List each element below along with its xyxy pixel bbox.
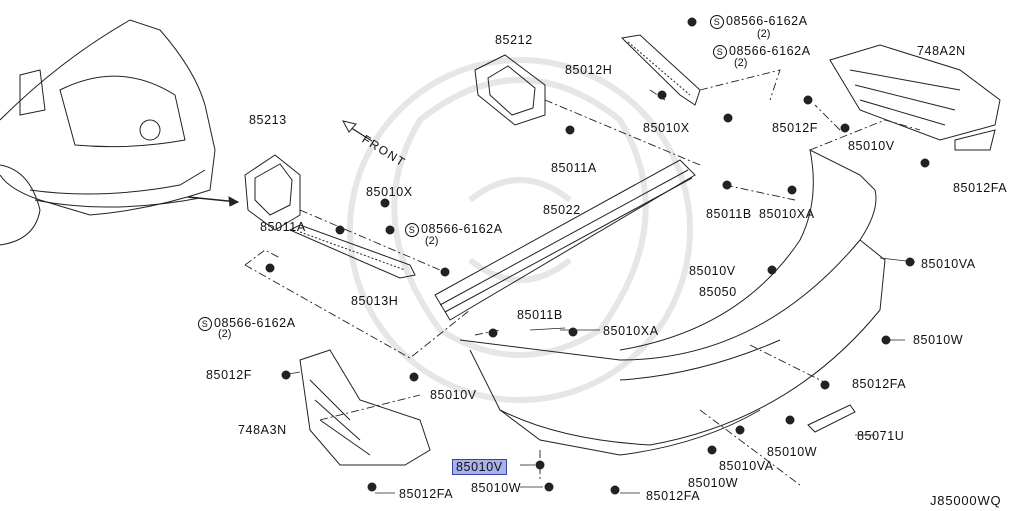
- part-85010VA: 85010VA: [921, 257, 976, 271]
- fasteners: [265, 17, 930, 495]
- bracket-85213: [244, 154, 301, 231]
- part-85010V: 85010V: [848, 139, 895, 153]
- screw-qty: (2): [757, 28, 771, 40]
- part-85010X: 85010X: [643, 121, 690, 135]
- drawing-code: J85000WQ: [930, 493, 1002, 508]
- vehicle-sketch: [0, 19, 216, 246]
- part-85012FA: 85012FA: [852, 377, 907, 391]
- part-85022: 85022: [543, 203, 581, 217]
- undercover-748A2N: [829, 44, 1001, 151]
- part-85012FA: 85012FA: [399, 487, 454, 501]
- screw-number: 08566-6162A: [726, 14, 808, 28]
- reinforcement-85022: [434, 159, 696, 321]
- watermark-emblem: [347, 57, 693, 403]
- part-85010V: 85010V: [689, 264, 736, 278]
- part-85012H: 85012H: [565, 63, 613, 77]
- part-85010XA: 85010XA: [603, 324, 659, 338]
- screw-number: 08566-6162A: [729, 44, 811, 58]
- s-symbol: S: [710, 15, 724, 29]
- reflector-85071U: [807, 404, 856, 433]
- part-85050: 85050: [699, 285, 737, 299]
- part-85012FA: 85012FA: [646, 489, 701, 503]
- s-symbol: S: [405, 223, 419, 237]
- part-85012FA: 85012FA: [953, 181, 1008, 195]
- s-symbol: S: [198, 317, 212, 331]
- part-85013H: 85013H: [351, 294, 399, 308]
- undercover-748A3N: [299, 349, 431, 466]
- part-85213: 85213: [249, 113, 287, 127]
- screw-qty: (2): [218, 328, 232, 340]
- screw-number: 08566-6162A: [421, 222, 503, 236]
- leader-lines: [244, 69, 921, 486]
- screw-number: 08566-6162A: [214, 316, 296, 330]
- part-85011B: 85011B: [706, 207, 752, 221]
- screw-qty: (2): [425, 235, 439, 247]
- bracket-85212: [474, 54, 546, 126]
- part-85010W: 85010W: [913, 333, 964, 347]
- part-85011B: 85011B: [517, 308, 563, 322]
- part-748A2N: 748A2N: [917, 44, 966, 58]
- part-85010W: 85010W: [767, 445, 818, 459]
- part-85012F: 85012F: [772, 121, 818, 135]
- screw-qty: (2): [734, 57, 748, 69]
- s-symbol: S: [713, 45, 727, 59]
- part-85010X: 85010X: [366, 185, 413, 199]
- part-85010VA: 85010VA: [719, 459, 774, 473]
- part-85010XA: 85010XA: [759, 207, 815, 221]
- part-85010W: 85010W: [471, 481, 522, 495]
- part-85011A: 85011A: [551, 161, 597, 175]
- part-85010W: 85010W: [688, 476, 739, 490]
- part-85071U: 85071U: [857, 429, 905, 443]
- part-85212: 85212: [495, 33, 533, 47]
- part-748A3N: 748A3N: [238, 423, 287, 437]
- rail-85013H: [288, 224, 416, 279]
- callout-lines: [282, 257, 916, 494]
- part-85011A: 85011A: [260, 220, 306, 234]
- part-85012F: 85012F: [206, 368, 252, 382]
- bumper-fascia-85050: [459, 149, 886, 456]
- part-85010V: 85010V: [430, 388, 477, 402]
- part-85010V-highlighted[interactable]: 85010V: [452, 459, 507, 475]
- rail-85012H: [620, 34, 701, 106]
